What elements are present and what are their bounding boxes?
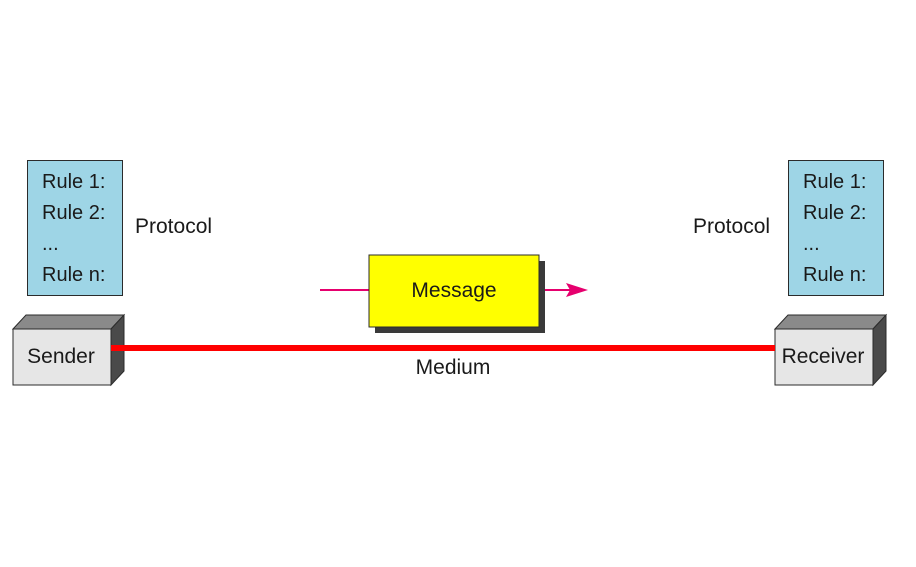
receiver-rules-box: Rule 1: Rule 2: ... Rule n: [788,160,884,296]
sender-label: Sender [27,345,95,368]
sender-rule-n: Rule n: [42,264,106,286]
sender-rule-1: Rule 1: [42,171,106,193]
message-box [368,254,540,328]
sender-rules-box: Rule 1: Rule 2: ... Rule n: [27,160,123,296]
receiver-label: Receiver [781,345,865,368]
receiver-rule-n: Rule n: [803,264,867,286]
receiver-rule-1: Rule 1: [803,171,867,193]
receiver-device-face [774,328,874,386]
sender-device-top [11,314,126,330]
message-arrowhead [566,283,588,297]
sender-rule-2: Rule 2: [42,202,106,224]
receiver-protocol-label: Protocol [693,215,771,238]
medium-label: Medium [415,356,491,379]
receiver-device [773,313,888,387]
sender-protocol-label: Protocol [135,215,213,238]
receiver-rule-ellipsis: ... [803,233,820,255]
sender-rule-ellipsis: ... [42,233,59,255]
message-label: Message [411,279,497,302]
sender-device-face [12,328,112,386]
receiver-rule-2: Rule 2: [803,202,867,224]
sender-device [11,313,126,387]
receiver-device-top [773,314,888,330]
